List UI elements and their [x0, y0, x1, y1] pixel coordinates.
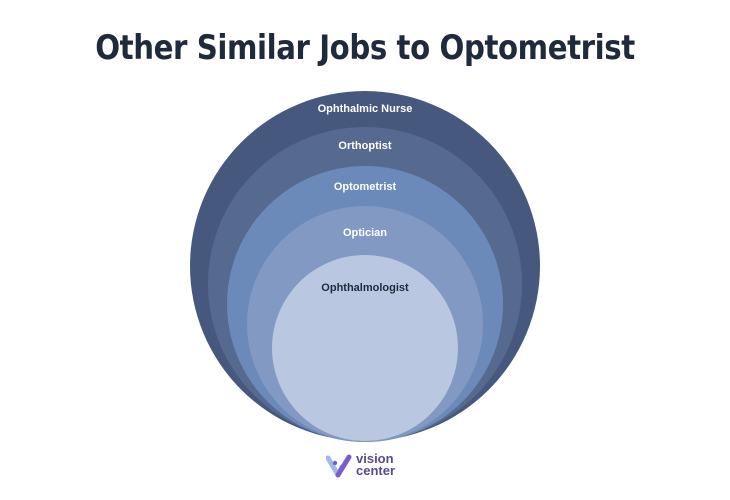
ring-ophthalmologist: [272, 255, 458, 441]
page-title: Other Similar Jobs to Optometrist: [95, 28, 635, 68]
vision-center-logo: vision center: [326, 452, 416, 482]
ring-label-ophthalmologist: Ophthalmologist: [321, 282, 409, 294]
logo-line-2: center: [356, 463, 396, 478]
ring-label-optometrist: Optometrist: [333, 181, 397, 193]
logo-line-1: vision: [356, 451, 394, 466]
logo-wordmark: vision center: [356, 451, 396, 478]
vision-center-v-icon: [326, 454, 352, 478]
ring-label-orthoptist: Orthoptist: [338, 140, 392, 152]
ring-label-optician: Optician: [342, 227, 387, 239]
ring-label-ophthalmic-nurse: Ophthalmic Nurse: [317, 103, 413, 115]
